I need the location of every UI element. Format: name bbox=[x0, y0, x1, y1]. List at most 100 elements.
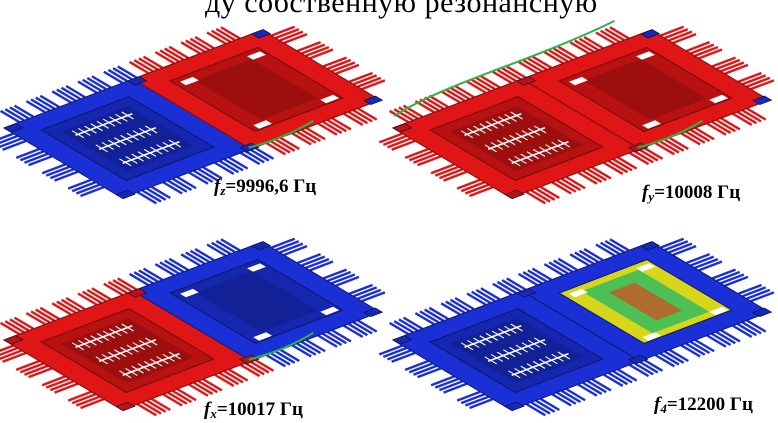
comb-finger bbox=[275, 350, 296, 364]
comb-finger bbox=[736, 322, 758, 337]
comb-finger bbox=[240, 363, 261, 378]
comb-finger bbox=[443, 382, 468, 394]
comb-finger bbox=[382, 346, 407, 358]
comb-finger bbox=[633, 362, 654, 376]
comb-finger bbox=[309, 48, 334, 60]
comb-finger bbox=[711, 268, 737, 280]
comb-finger bbox=[531, 55, 553, 69]
anchor-block bbox=[250, 241, 272, 251]
comb-finger bbox=[496, 280, 517, 295]
comb-finger bbox=[331, 61, 356, 73]
comb-finger bbox=[206, 31, 227, 45]
comb-tooth bbox=[71, 342, 85, 351]
comb-tooth bbox=[534, 337, 547, 346]
comb-tooth bbox=[102, 118, 116, 127]
plate-slot bbox=[253, 120, 272, 129]
comb-finger bbox=[279, 30, 304, 42]
comb-finger bbox=[214, 161, 235, 175]
comb-finger bbox=[685, 342, 706, 356]
comb-finger bbox=[736, 110, 758, 125]
comb-tooth bbox=[168, 139, 182, 148]
comb-finger bbox=[680, 132, 701, 146]
anchor-block bbox=[504, 401, 525, 412]
comb-finger bbox=[249, 360, 270, 374]
comb-finger bbox=[180, 253, 201, 267]
comb-finger bbox=[82, 78, 103, 92]
comb-finger bbox=[556, 391, 577, 405]
comb-finger bbox=[270, 140, 291, 154]
comb-finger bbox=[301, 255, 326, 267]
comb-finger bbox=[176, 387, 197, 402]
comb-finger bbox=[112, 279, 133, 293]
comb-finger bbox=[694, 45, 719, 58]
comb-finger bbox=[577, 383, 598, 397]
comb-finger bbox=[664, 350, 685, 364]
comb-tooth bbox=[490, 141, 504, 150]
comb-finger bbox=[223, 370, 244, 384]
comb-finger bbox=[275, 28, 300, 40]
comb-finger bbox=[391, 351, 416, 363]
comb-tooth bbox=[484, 356, 497, 365]
comb-finger bbox=[434, 165, 459, 177]
comb-finger bbox=[746, 319, 767, 333]
comb-tooth bbox=[96, 332, 110, 341]
comb-finger bbox=[466, 292, 487, 306]
comb-finger bbox=[660, 237, 685, 249]
comb-tooth bbox=[131, 153, 144, 162]
comb-finger bbox=[13, 316, 35, 330]
comb-finger bbox=[746, 76, 771, 88]
comb-finger bbox=[270, 352, 291, 366]
comb-finger bbox=[348, 71, 373, 83]
comb-finger bbox=[430, 375, 455, 387]
comb-finger bbox=[305, 45, 330, 58]
comb-tooth bbox=[467, 127, 480, 136]
comb-finger bbox=[265, 142, 286, 156]
comb-finger bbox=[724, 63, 749, 75]
comb-finger bbox=[86, 288, 107, 303]
comb-tooth bbox=[460, 342, 474, 351]
comb-finger bbox=[164, 47, 185, 61]
comb-finger bbox=[162, 393, 183, 407]
comb-tooth bbox=[515, 344, 528, 353]
comb-finger bbox=[305, 338, 326, 353]
comb-finger bbox=[527, 269, 548, 283]
comb-finger bbox=[86, 76, 107, 91]
comb-finger bbox=[159, 49, 180, 63]
comb-finger bbox=[54, 170, 79, 182]
comb-finger bbox=[560, 389, 582, 404]
comb-finger bbox=[180, 41, 201, 55]
comb-finger bbox=[522, 59, 543, 73]
comb-finger bbox=[664, 28, 689, 40]
comb-finger bbox=[150, 397, 171, 412]
comb-finger bbox=[690, 43, 715, 55]
comb-finger bbox=[591, 378, 612, 392]
mode-panel-z: fz=9996,6 Гц bbox=[0, 10, 389, 210]
comb-finger bbox=[443, 170, 468, 182]
comb-tooth bbox=[156, 144, 169, 153]
comb-finger bbox=[54, 382, 79, 394]
comb-finger bbox=[737, 71, 762, 83]
comb-tooth bbox=[521, 130, 535, 139]
comb-finger bbox=[698, 260, 723, 272]
comb-tooth bbox=[526, 363, 540, 372]
comb-finger bbox=[300, 340, 322, 355]
header-text-fragment: ду собственную резонансную bbox=[0, 0, 778, 22]
comb-tooth bbox=[460, 130, 474, 139]
comb-finger bbox=[188, 171, 209, 185]
comb-finger bbox=[664, 240, 689, 252]
comb-tooth bbox=[527, 339, 541, 348]
comb-tooth bbox=[551, 353, 564, 362]
comb-finger bbox=[449, 298, 470, 313]
comb-tooth bbox=[534, 125, 547, 134]
comb-finger bbox=[193, 381, 214, 395]
anchor-block bbox=[3, 123, 24, 133]
comb-finger bbox=[750, 291, 775, 303]
comb-tooth bbox=[491, 118, 505, 127]
comb-spine bbox=[122, 352, 180, 377]
comb-finger bbox=[694, 257, 719, 270]
comb-finger bbox=[0, 137, 23, 149]
spring-combs bbox=[0, 25, 386, 205]
comb-finger bbox=[296, 130, 317, 144]
comb-finger bbox=[690, 255, 715, 267]
comb-spine bbox=[464, 324, 522, 349]
